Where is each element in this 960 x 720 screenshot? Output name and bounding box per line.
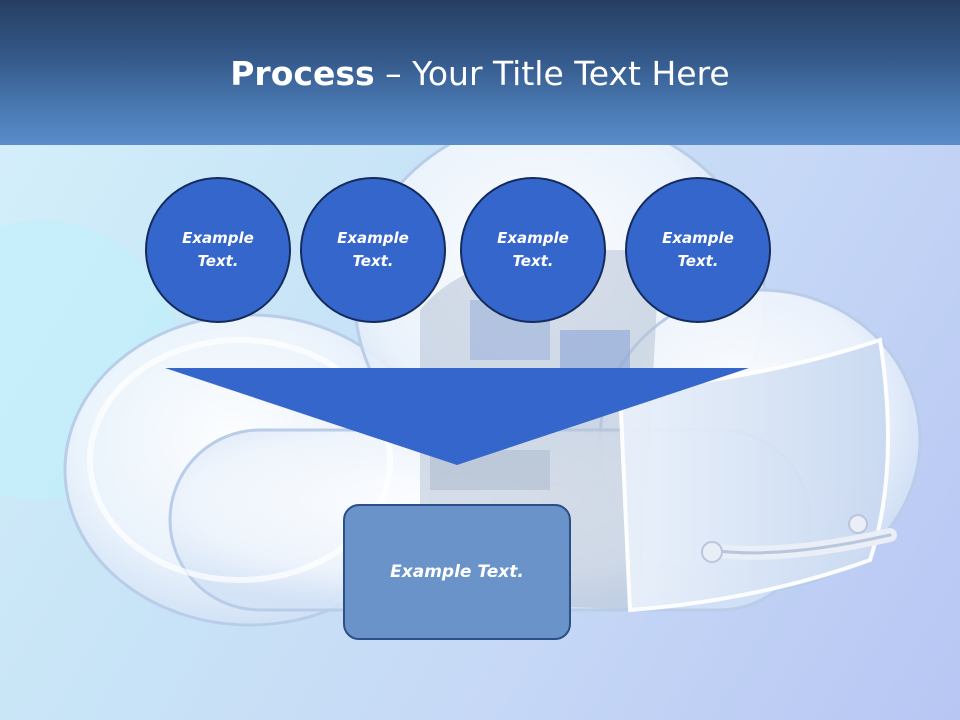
process-circle-2-label: Example Text. — [337, 229, 409, 270]
process-circle-4-label: Example Text. — [662, 229, 734, 270]
process-circle-1-label: Example Text. — [182, 229, 254, 270]
title-strong: Process — [230, 54, 375, 93]
process-circle-2: Example Text. — [300, 177, 446, 323]
process-circle-1: Example Text. — [145, 177, 291, 323]
result-box: Example Text. — [343, 504, 571, 640]
downward-triangle-arrow-icon — [165, 368, 749, 465]
process-circle-3: Example Text. — [460, 177, 606, 323]
title-bar — [0, 0, 960, 145]
title-rest: – Your Title Text Here — [374, 54, 730, 93]
result-box-label: Example Text. — [390, 562, 524, 582]
process-circle-4: Example Text. — [625, 177, 771, 323]
process-circle-3-label: Example Text. — [497, 229, 569, 270]
page-title: Process – Your Title Text Here — [0, 52, 960, 96]
